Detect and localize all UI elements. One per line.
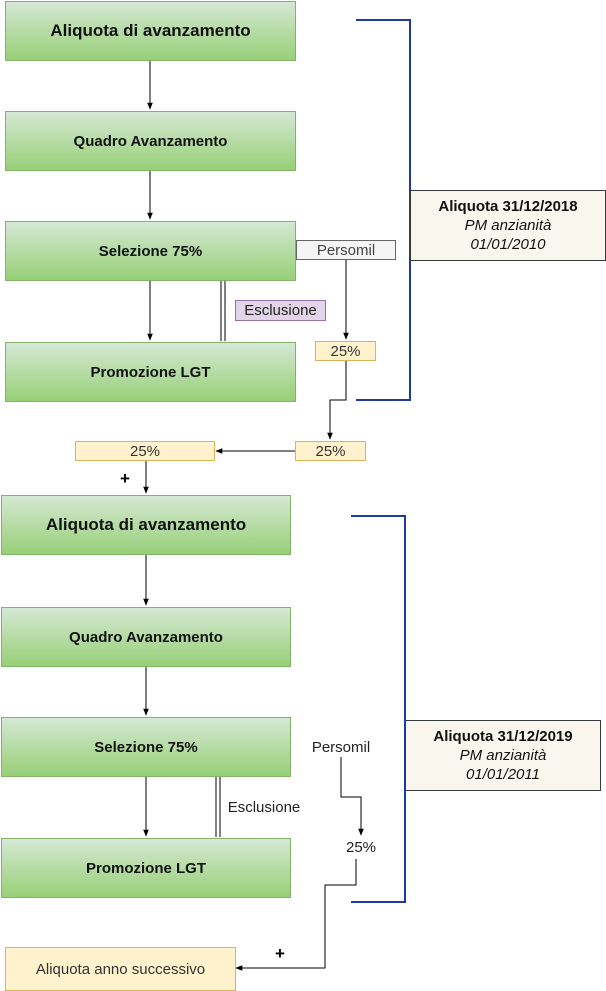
pct-box-right: 25% xyxy=(295,441,366,461)
persomil-label-bottom: Persomil xyxy=(311,738,371,756)
bracket-bottom xyxy=(351,515,406,903)
quadro-node-top: Quadro Avanzamento xyxy=(5,111,296,171)
note-subtitle-bottom: PM anzianità xyxy=(459,747,547,764)
esclusione-label-top: Esclusione xyxy=(235,300,326,321)
note-date-top: 01/01/2010 xyxy=(470,236,546,253)
note-box-top: Aliquota 31/12/2018 PM anzianità 01/01/2… xyxy=(410,190,606,261)
plus-sign-top: + xyxy=(120,469,130,488)
note-box-bottom: Aliquota 31/12/2019 PM anzianità 01/01/2… xyxy=(405,720,601,791)
note-date-bottom: 01/01/2011 xyxy=(466,766,540,783)
note-title-top: Aliquota 31/12/2018 xyxy=(438,198,578,215)
promozione-node-bottom: Promozione LGT xyxy=(1,838,291,898)
note-title-bottom: Aliquota 31/12/2019 xyxy=(433,728,573,745)
arrow-persomil-to-pct-bottom xyxy=(340,757,364,836)
pct-label-bottom: 25% xyxy=(345,838,377,856)
plus-sign-bottom: + xyxy=(275,944,285,963)
esclusione-label-bottom: Esclusione xyxy=(227,798,301,816)
selezione-node-top: Selezione 75% xyxy=(5,221,296,281)
selezione-node-bottom: Selezione 75% xyxy=(1,717,291,777)
arrow-pct-inner-to-pct-right xyxy=(327,361,347,440)
aliquota-node-top: Aliquota di avanzamento xyxy=(5,1,296,61)
quadro-node-bottom: Quadro Avanzamento xyxy=(1,607,291,667)
note-subtitle-top: PM anzianità xyxy=(464,217,552,234)
pct-box-left: 25% xyxy=(75,441,215,461)
arrow-pct-bottom-to-next xyxy=(235,859,357,971)
next-year-box: Aliquota anno successivo xyxy=(5,947,236,991)
pct-box-top-inner: 25% xyxy=(315,341,376,361)
aliquota-node-bottom: Aliquota di avanzamento xyxy=(1,495,291,555)
persomil-box-top: Persomil xyxy=(296,240,396,260)
promozione-node-top: Promozione LGT xyxy=(5,342,296,402)
